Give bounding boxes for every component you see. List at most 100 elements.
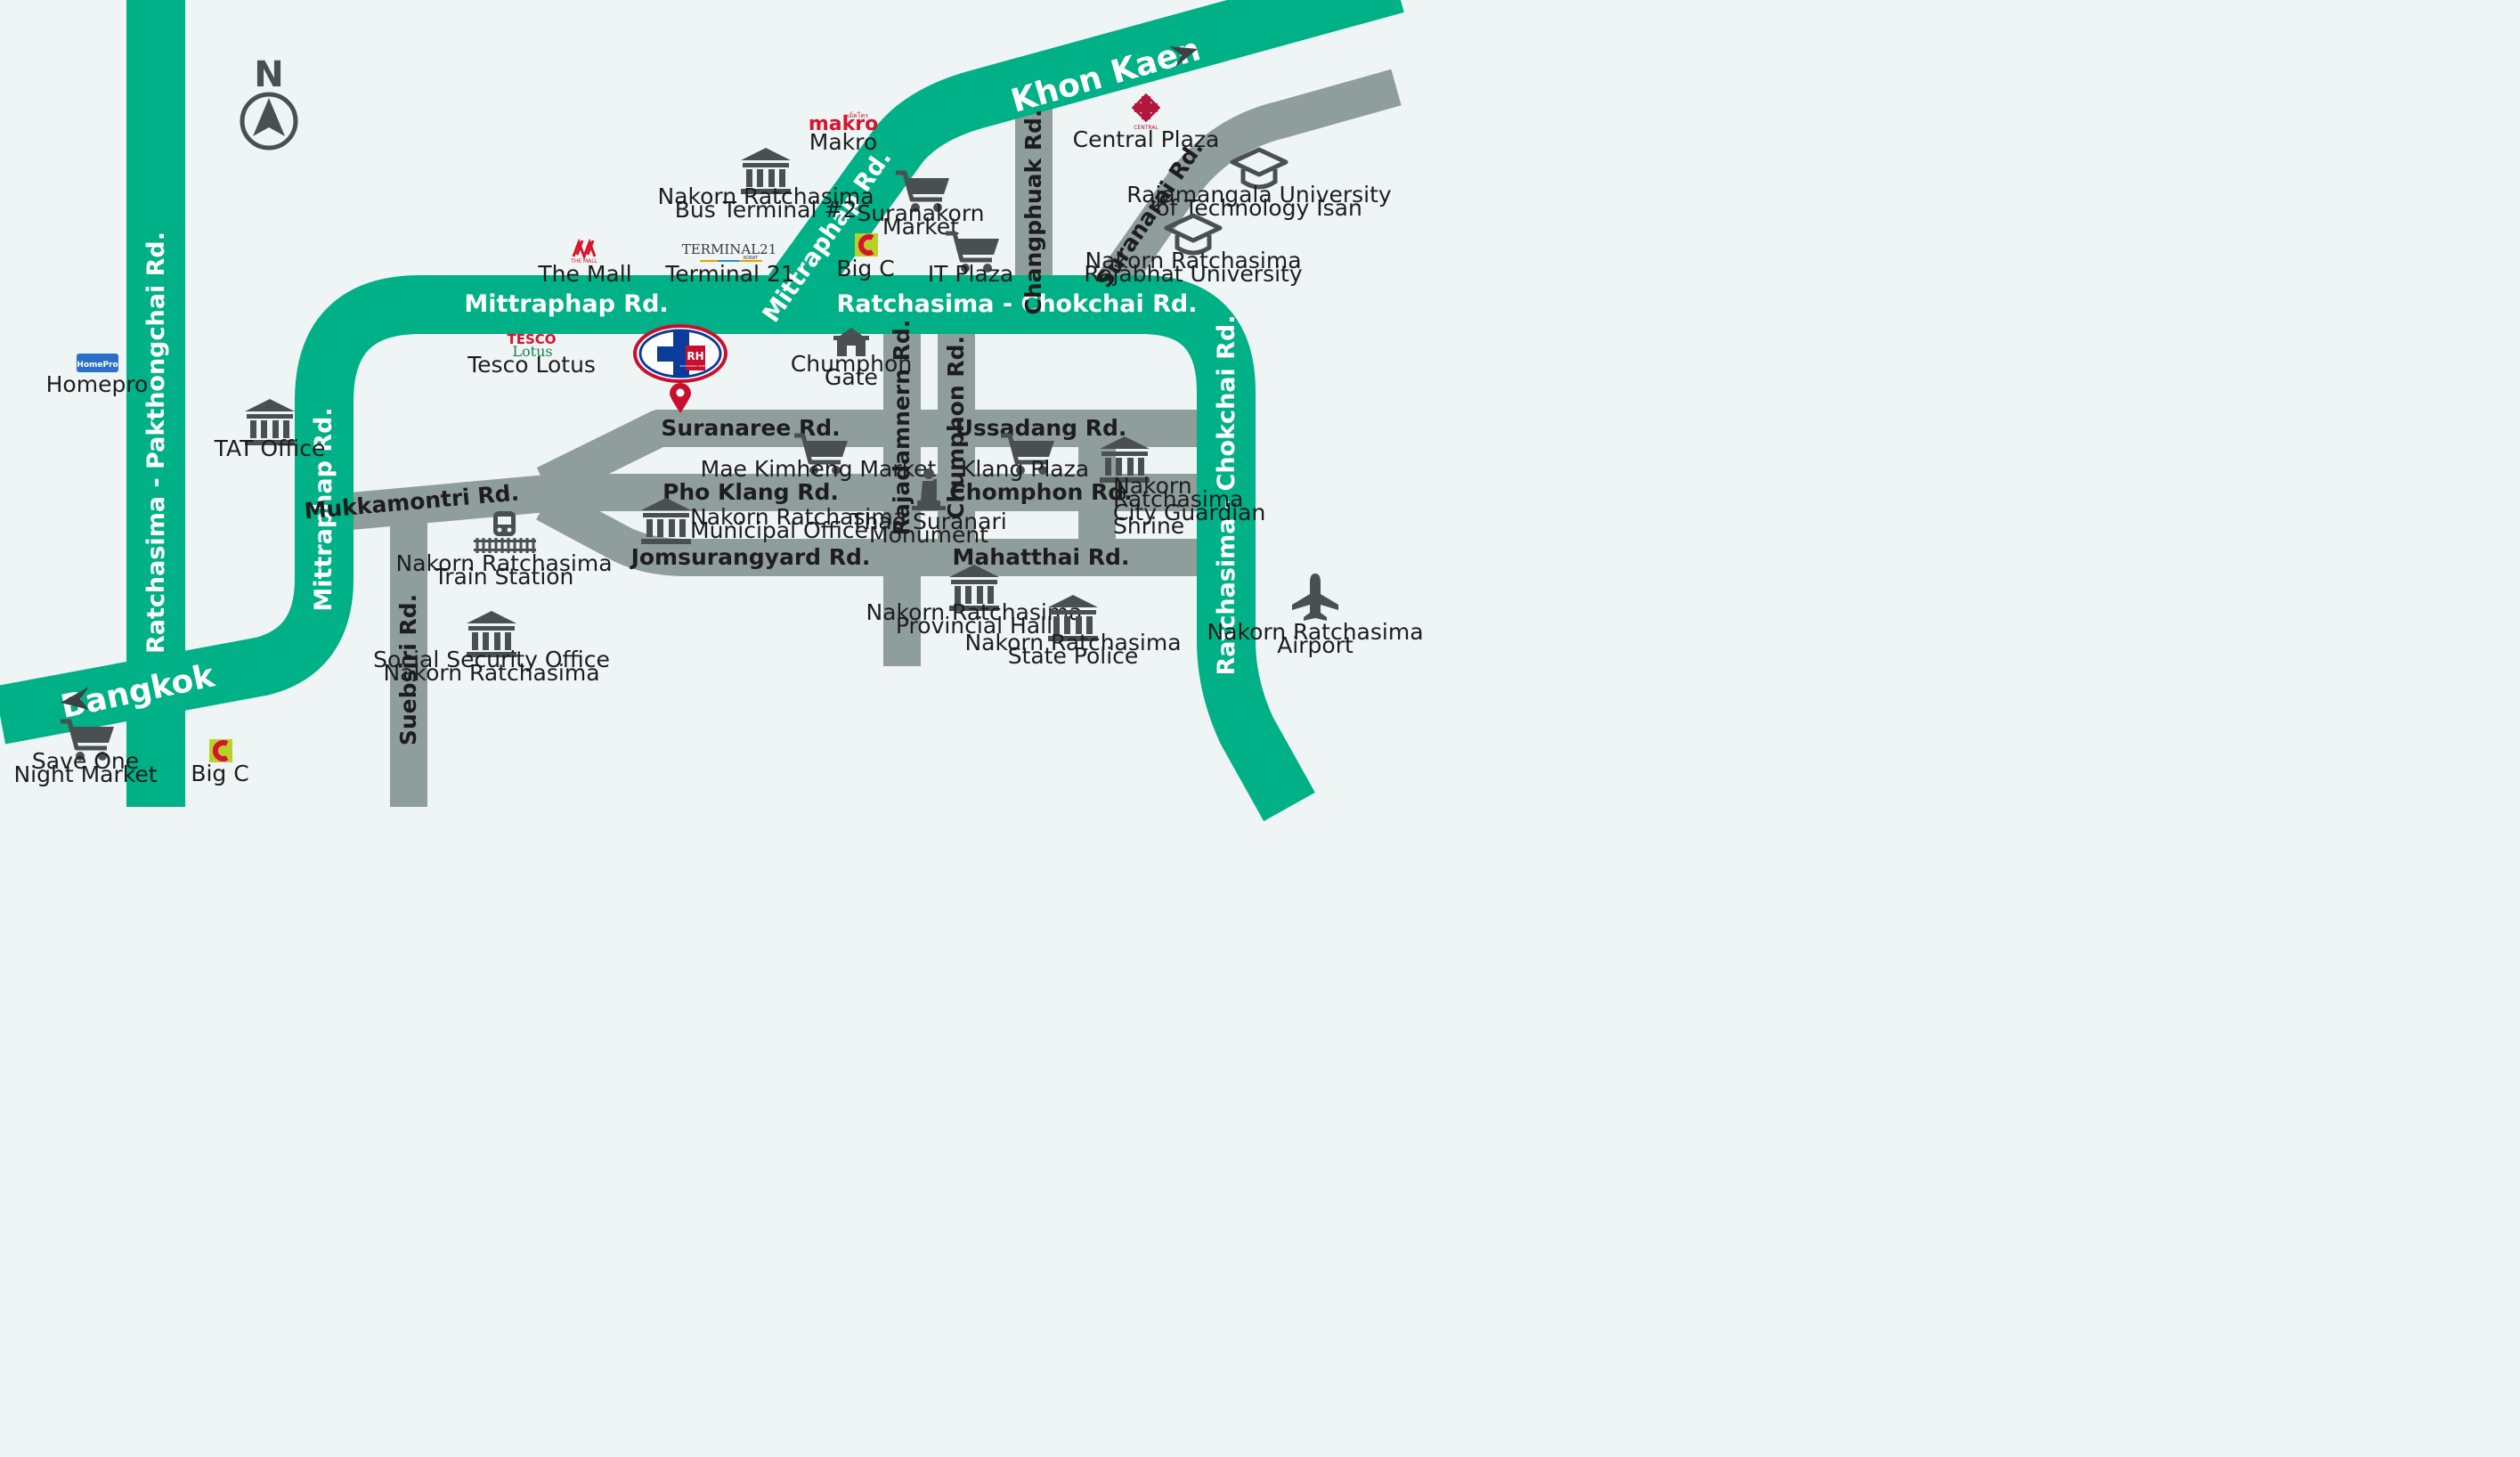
hospital-logo-subtext: RATCHASIMA HOSPITAL: [680, 364, 711, 368]
compass: N: [240, 54, 298, 151]
homepro-logo-text: HomePro: [77, 361, 118, 370]
road-label-chokchai-top: Ratchasima - Chokchai Rd.: [836, 290, 1197, 318]
poi-terminal-21: TERMINAL21 KORAT Terminal 21: [664, 241, 794, 287]
big-c-logo-letter: [212, 740, 229, 761]
hospital-badge: [686, 346, 705, 370]
statue-icon: [912, 468, 946, 510]
road-label-suranaree: Suranaree Rd.: [661, 415, 840, 441]
poi-label: Central Plaza: [1073, 126, 1220, 152]
poi-label: Homepro: [46, 371, 149, 397]
road-label-jomsurangyard: Jomsurangyard Rd.: [630, 544, 871, 570]
road-label-pho-klang: Pho Klang Rd.: [663, 479, 839, 505]
direction-arrow-icon: [1169, 46, 1198, 67]
makro-logo-small: แม็คโคร: [845, 111, 868, 119]
jomsurangyard-road: [536, 486, 1231, 576]
road-label-chokchai-right: Ratchasima - Chokchai Rd.: [1213, 314, 1240, 675]
poi-label: Tesco Lotus: [467, 352, 596, 378]
train-icon: [474, 511, 536, 553]
mukkamontri-road: [329, 474, 558, 532]
poi-label: Big C: [191, 761, 248, 786]
gate-icon: [833, 328, 869, 356]
poi-homepro: HomePro Homepro: [46, 354, 149, 397]
road-label-mahatthai: Mahatthai Rd.: [953, 544, 1130, 570]
mittraphap-bangkok-road: [0, 275, 1315, 822]
location-pin-dot: [676, 388, 685, 397]
direction-arrow-icon: [61, 687, 89, 710]
poi-tat-office: TAT Office: [214, 399, 326, 461]
big-c-logo-letter: [858, 234, 874, 256]
hospital-logo-text: RH: [687, 350, 703, 362]
poi-the-mall: THE MALL The Mall: [537, 238, 632, 287]
poi-label: Terminal 21: [664, 261, 794, 287]
compass-label: N: [254, 54, 283, 95]
homepro-logo: [77, 354, 118, 372]
central-logo: [1131, 93, 1161, 123]
poi-label: Makro: [809, 129, 877, 155]
compass-ring: [240, 92, 298, 151]
suranarai-road: [1083, 69, 1402, 316]
poi-it-plaza: IT Plaza: [928, 233, 1013, 287]
minor-roads: [329, 69, 1402, 807]
the-mall-logo: [572, 238, 597, 261]
poi-label: Big C: [836, 256, 894, 281]
the-mall-logo-text: THE MALL: [570, 258, 597, 265]
poi-big-c-top: Big C: [836, 233, 895, 281]
main-roads: [0, 0, 1404, 822]
road-label-mittraphap-top: Mittraphap Rd.: [464, 290, 668, 318]
road-label-suebsiri: Suebsiri Rd.: [395, 594, 421, 745]
road-labels: Ratchasima - Pakthongchai Rd. Mittraphap…: [142, 109, 1240, 745]
poi-label: IT Plaza: [928, 261, 1013, 287]
road-label-chomphon: Chomphon Rd.: [949, 479, 1132, 505]
terminal21-logo-sub: KORAT: [744, 256, 759, 261]
poi-makro: makro แม็คโคร Makro: [809, 111, 878, 155]
poi-label: Klang Plaza: [961, 456, 1089, 482]
poi-klang-plaza: Klang Plaza: [961, 435, 1089, 482]
poi-big-c-bottom: Big C: [191, 739, 249, 786]
road-label-chumphon: Chumphon Rd.: [943, 336, 969, 519]
hospital-marker: RH RATCHASIMA HOSPITAL: [633, 324, 728, 413]
mittraphap-khon-kaen-road: [760, 0, 1404, 322]
poi-mae-kimheng-market: Mae Kimheng Market: [701, 435, 937, 482]
terminal21-logo-bar-blue: [718, 260, 739, 262]
road-label-mittraphap-left: Mittraphap Rd.: [310, 407, 337, 611]
lotus-logo: Lotus: [512, 343, 552, 360]
makro-logo: makro: [809, 113, 878, 135]
road-label-ussadang: Ussadang Rd.: [955, 415, 1127, 441]
airplane-icon: [1292, 574, 1338, 621]
terminal21-logo: TERMINAL21: [682, 241, 777, 257]
poi-label: Mae Kimheng Market: [701, 456, 937, 482]
central-logo-text: CENTRAL: [1134, 125, 1158, 131]
poi-label: TAT Office: [214, 435, 326, 461]
road-label-rajadamnern: Rajadamnern Rd.: [889, 320, 915, 536]
tesco-logo: TESCO: [507, 331, 556, 347]
suranaree-road: [536, 410, 1231, 501]
